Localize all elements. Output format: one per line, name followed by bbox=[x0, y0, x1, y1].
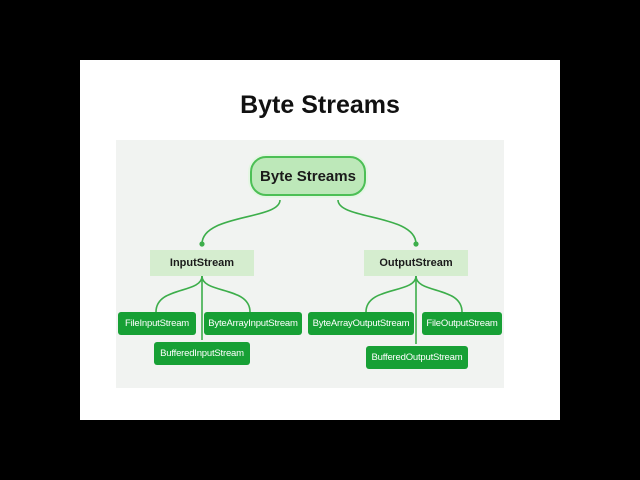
leaf-bufferedoutputstream: BufferedOutputStream bbox=[366, 346, 468, 369]
leaf-label: ByteArrayOutputStream bbox=[312, 318, 410, 329]
leaf-label: FileInputStream bbox=[124, 318, 190, 329]
root-node-label: Byte Streams bbox=[260, 167, 356, 185]
leaf-label: BufferedOutputStream bbox=[371, 352, 463, 363]
connector-fileoutputstream bbox=[415, 275, 463, 313]
connector-bytearrayoutputstream bbox=[365, 275, 417, 313]
stream-hierarchy-diagram: Byte Streams InputStream OutputStream Fi… bbox=[116, 140, 504, 388]
connector-root-outputstream bbox=[337, 199, 417, 245]
connector-bytearrayinputstream bbox=[201, 275, 251, 313]
node-inputstream-label: InputStream bbox=[169, 257, 235, 269]
slide-title: Byte Streams bbox=[240, 91, 400, 119]
junction-outputstream bbox=[413, 241, 419, 247]
leaf-fileinputstream: FileInputStream bbox=[118, 312, 196, 335]
node-outputstream-label: OutputStream bbox=[379, 257, 453, 269]
leaf-bytearrayinputstream: ByteArrayInputStream bbox=[204, 312, 302, 335]
node-outputstream: OutputStream bbox=[364, 250, 468, 276]
leaf-label: FileOutputStream bbox=[426, 318, 498, 329]
slide: Byte Streams Byte Streams bbox=[80, 60, 560, 420]
leaf-fileoutputstream: FileOutputStream bbox=[422, 312, 502, 335]
root-node-byte-streams: Byte Streams bbox=[250, 156, 366, 196]
leaf-label: BufferedInputStream bbox=[160, 348, 244, 359]
node-inputstream: InputStream bbox=[150, 250, 254, 276]
leaf-label: ByteArrayInputStream bbox=[208, 318, 298, 329]
connector-root-inputstream bbox=[201, 199, 281, 245]
junction-inputstream bbox=[199, 241, 205, 247]
connector-lines bbox=[155, 199, 463, 344]
connector-fileinputstream bbox=[155, 275, 203, 313]
leaf-bytearrayoutputstream: ByteArrayOutputStream bbox=[308, 312, 414, 335]
leaf-bufferedinputstream: BufferedInputStream bbox=[154, 342, 250, 365]
